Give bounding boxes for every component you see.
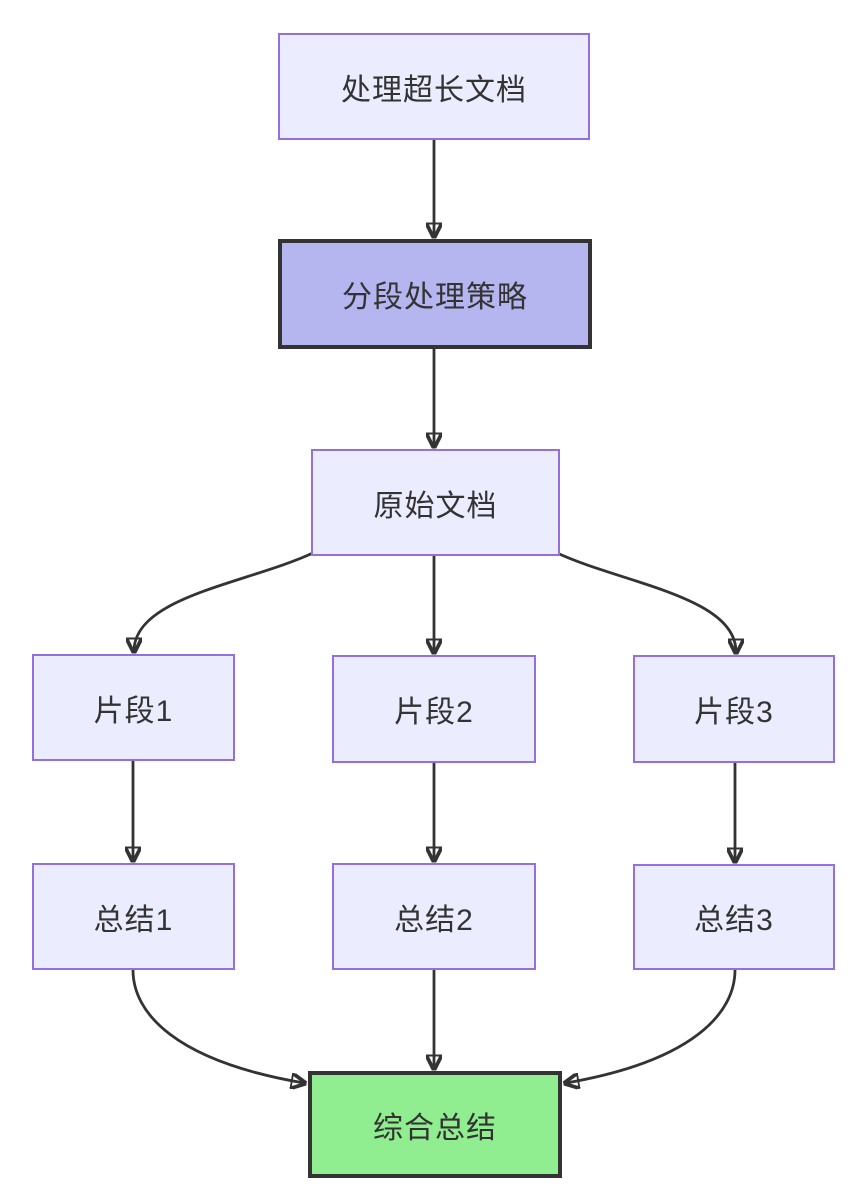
node-summary-2: 总结2 — [332, 863, 536, 970]
node-summary-3: 总结3 — [633, 864, 835, 970]
node-segment-1: 片段1 — [32, 654, 235, 761]
node-summary-1: 总结1 — [32, 863, 235, 970]
node-strategy: 分段处理策略 — [278, 239, 592, 349]
node-final-summary: 综合总结 — [308, 1071, 562, 1178]
node-source-doc: 原始文档 — [311, 449, 560, 556]
edge-summary-3-to-final — [566, 969, 737, 1083]
node-segment-3: 片段3 — [633, 655, 835, 763]
node-segment-2: 片段2 — [332, 655, 536, 763]
edge-summary-1-to-final — [131, 969, 304, 1083]
node-task: 处理超长文档 — [278, 33, 590, 140]
edge-source-to-segment-3 — [554, 550, 736, 652]
edge-source-to-segment-1 — [134, 550, 316, 651]
